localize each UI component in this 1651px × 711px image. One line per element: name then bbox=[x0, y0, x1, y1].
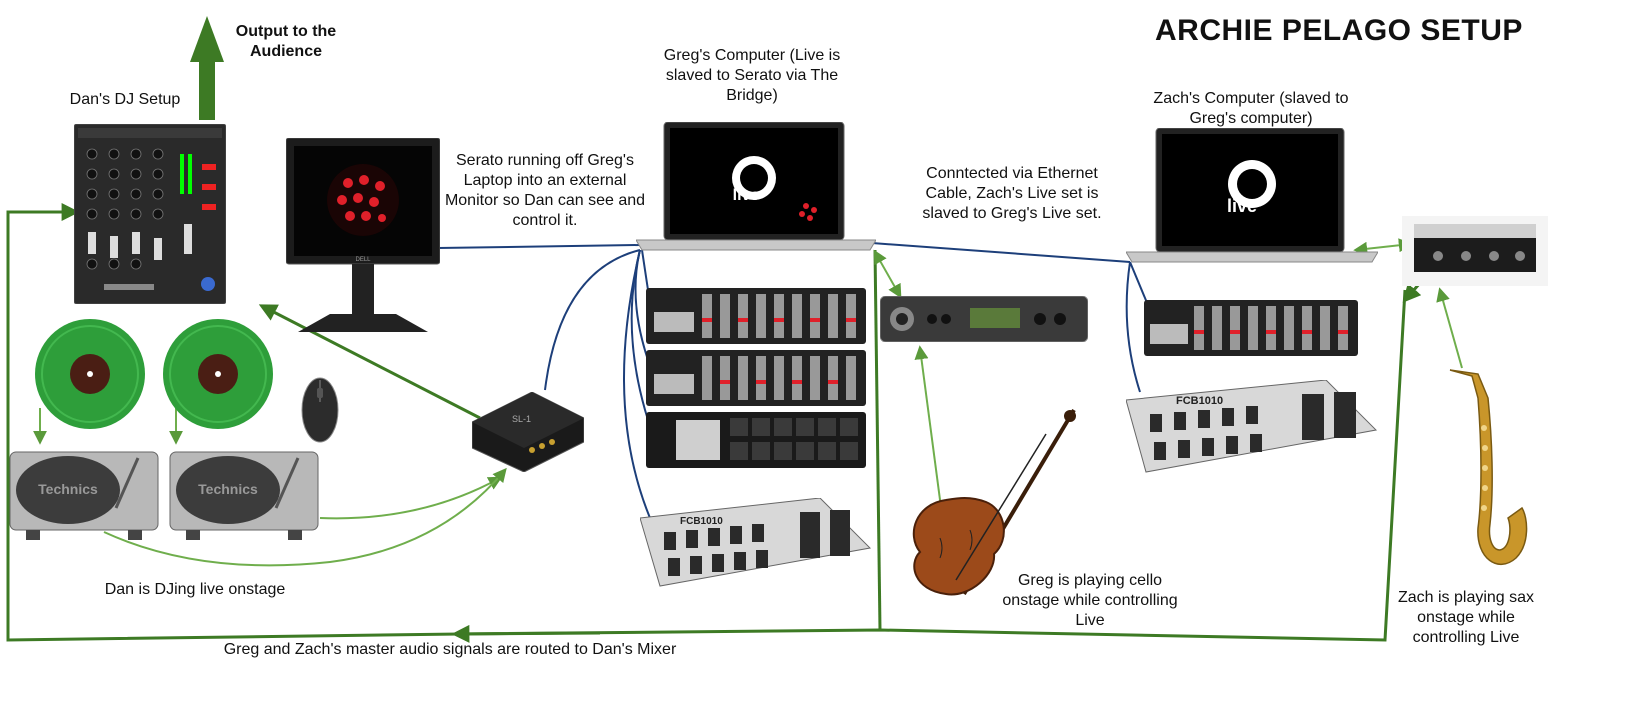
sax-interface-icon bbox=[1402, 216, 1548, 286]
page-title: ARCHIE PELAGO SETUP bbox=[1155, 14, 1523, 47]
saxophone-icon bbox=[1449, 369, 1528, 565]
output-arrow bbox=[199, 58, 215, 120]
output-arrow-head bbox=[190, 16, 224, 62]
laptop-icon: live bbox=[636, 122, 876, 251]
serato-label: Serato running off Greg's Laptop into an… bbox=[444, 152, 646, 229]
svg-text:live: live bbox=[1227, 196, 1257, 216]
svg-text:DELL: DELL bbox=[355, 257, 371, 263]
greg-cello-label: Greg is playing cello onstage while cont… bbox=[1002, 572, 1178, 629]
midi-controller-icon bbox=[1144, 300, 1358, 356]
zach-sax-label: Zach is playing sax onstage while contro… bbox=[1397, 589, 1535, 646]
midi-controller-icon bbox=[646, 350, 866, 406]
turntable-icon: Technics bbox=[9, 451, 159, 540]
monitor-cable bbox=[437, 244, 641, 249]
dan-djing-label: Dan is DJing live onstage bbox=[104, 581, 286, 598]
master-audio-arrow-left bbox=[451, 624, 601, 643]
svg-text:Technics: Technics bbox=[38, 481, 98, 497]
bridge-to-mixer bbox=[258, 304, 481, 420]
greg-to-master bbox=[873, 249, 882, 631]
vinyl-icon bbox=[35, 319, 145, 429]
mixer-icon bbox=[74, 124, 226, 304]
svg-text:live: live bbox=[733, 187, 760, 204]
laptop-icon: live bbox=[1126, 128, 1378, 263]
dj-setup-label: Dan's DJ Setup bbox=[69, 91, 181, 108]
greg-computer-label: Greg's Computer (Live is slaved to Serat… bbox=[663, 47, 841, 104]
master-audio-label: Greg and Zach's master audio signals are… bbox=[223, 641, 677, 658]
mouse-icon bbox=[301, 377, 339, 443]
svg-text:FCB1010: FCB1010 bbox=[680, 516, 723, 527]
pad-controller-icon bbox=[646, 412, 866, 468]
zach-computer-label: Zach's Computer (slaved to Greg's comput… bbox=[1153, 90, 1349, 127]
serato-box-icon: SL-1 bbox=[472, 392, 584, 472]
foot-controller-icon: FCB1010 bbox=[1126, 380, 1378, 473]
audio-interface-icon bbox=[880, 296, 1088, 342]
svg-text:FCB1010: FCB1010 bbox=[1176, 395, 1223, 407]
monitor-icon: DELL bbox=[286, 138, 440, 332]
vinyl-icon bbox=[163, 319, 273, 429]
cello-icon bbox=[912, 408, 1076, 596]
turntable-icon: Technics bbox=[169, 451, 319, 540]
output-label: Output to the Audience bbox=[235, 23, 337, 60]
ethernet-cable bbox=[871, 242, 1131, 263]
ethernet-label: Conntected via Ethernet Cable, Zach's Li… bbox=[922, 165, 1102, 222]
midi-controller-icon bbox=[646, 288, 866, 344]
svg-text:Technics: Technics bbox=[198, 481, 258, 497]
svg-text:SL-1: SL-1 bbox=[512, 414, 531, 424]
foot-controller-icon: FCB1010 bbox=[640, 498, 872, 587]
